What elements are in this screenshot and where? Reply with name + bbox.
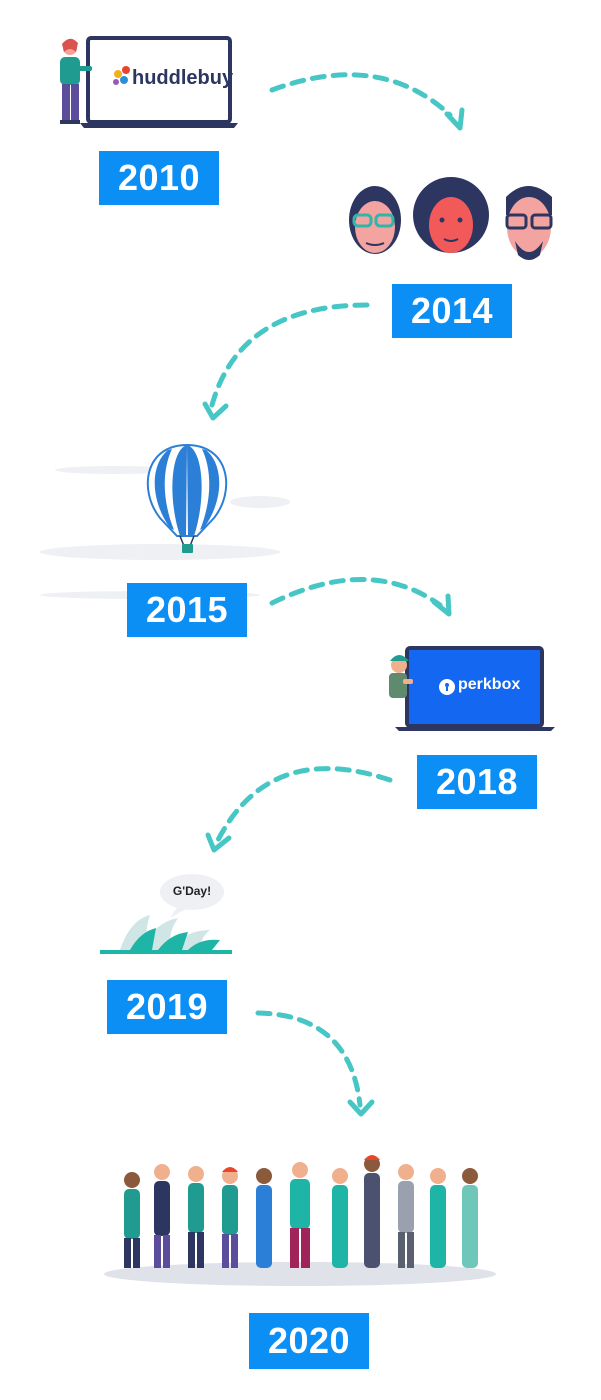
balloon-illustration bbox=[20, 440, 300, 600]
hot-air-balloon-icon bbox=[40, 443, 290, 599]
huddlebuy-illustration: huddlebuy bbox=[50, 30, 250, 130]
faces-icon bbox=[349, 177, 553, 260]
year-2010: 2010 bbox=[99, 151, 219, 205]
workers-illustration bbox=[100, 1150, 500, 1290]
perkbox-logo-text: perkbox bbox=[458, 676, 521, 693]
founders-illustration bbox=[340, 175, 560, 270]
year-2018: 2018 bbox=[417, 755, 537, 809]
perkbox-illustration: perkbox bbox=[385, 645, 560, 735]
year-2014: 2014 bbox=[392, 284, 512, 338]
laptop-icon bbox=[389, 646, 555, 731]
people-group-icon bbox=[104, 1155, 496, 1286]
speech-bubble-text: G'Day! bbox=[172, 884, 212, 898]
huddlebuy-logo-text: huddlebuy bbox=[132, 67, 234, 89]
huddlebuy-logo-icon bbox=[113, 66, 130, 85]
sydney-illustration: G'Day! bbox=[100, 870, 240, 960]
year-2015: 2015 bbox=[127, 583, 247, 637]
opera-house-icon bbox=[100, 874, 232, 954]
laptop-icon bbox=[60, 36, 238, 128]
year-2019: 2019 bbox=[107, 980, 227, 1034]
year-2020: 2020 bbox=[249, 1313, 369, 1369]
